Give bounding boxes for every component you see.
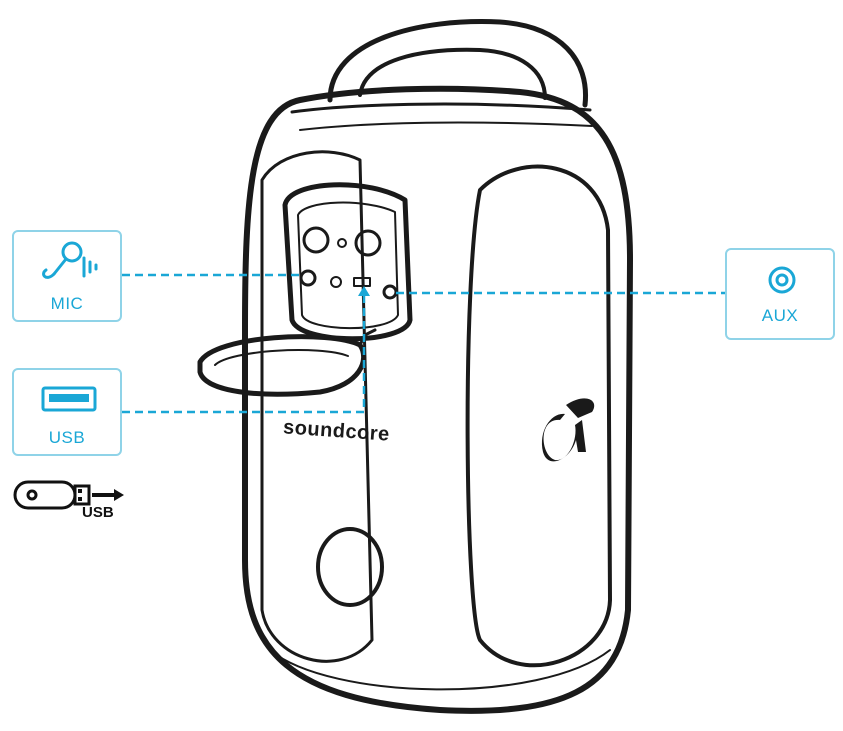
usb-connector-line	[122, 292, 366, 414]
aux-callout: AUX	[725, 248, 835, 340]
aux-label: AUX	[761, 306, 799, 325]
aux-jack-icon	[768, 266, 796, 294]
right-grille-panel	[465, 164, 612, 668]
usb-label: USB	[48, 428, 86, 447]
mic-label: MIC	[50, 294, 84, 313]
usb-port	[353, 277, 371, 287]
usb-port-icon	[41, 386, 97, 412]
port-cover-flap	[197, 334, 367, 397]
port-panel	[282, 182, 413, 342]
volume-knob	[354, 229, 382, 257]
speaker-body	[242, 85, 633, 714]
usb-arrow-icon	[358, 286, 370, 296]
aux-port	[382, 284, 398, 300]
passive-radiator	[316, 527, 384, 607]
mode-knob	[302, 226, 330, 254]
left-grille-panel	[260, 150, 374, 663]
mic-port	[299, 269, 317, 287]
dc-port	[330, 276, 342, 288]
usb-callout: USB	[12, 368, 122, 456]
soundcore-logo-icon	[541, 398, 595, 462]
usb-flash-drive-icon	[13, 480, 124, 510]
usb-drive-label: USB	[82, 504, 114, 521]
microphone-icon	[42, 241, 98, 279]
speaker-handle	[327, 19, 589, 108]
mic-callout: MIC	[12, 230, 122, 322]
